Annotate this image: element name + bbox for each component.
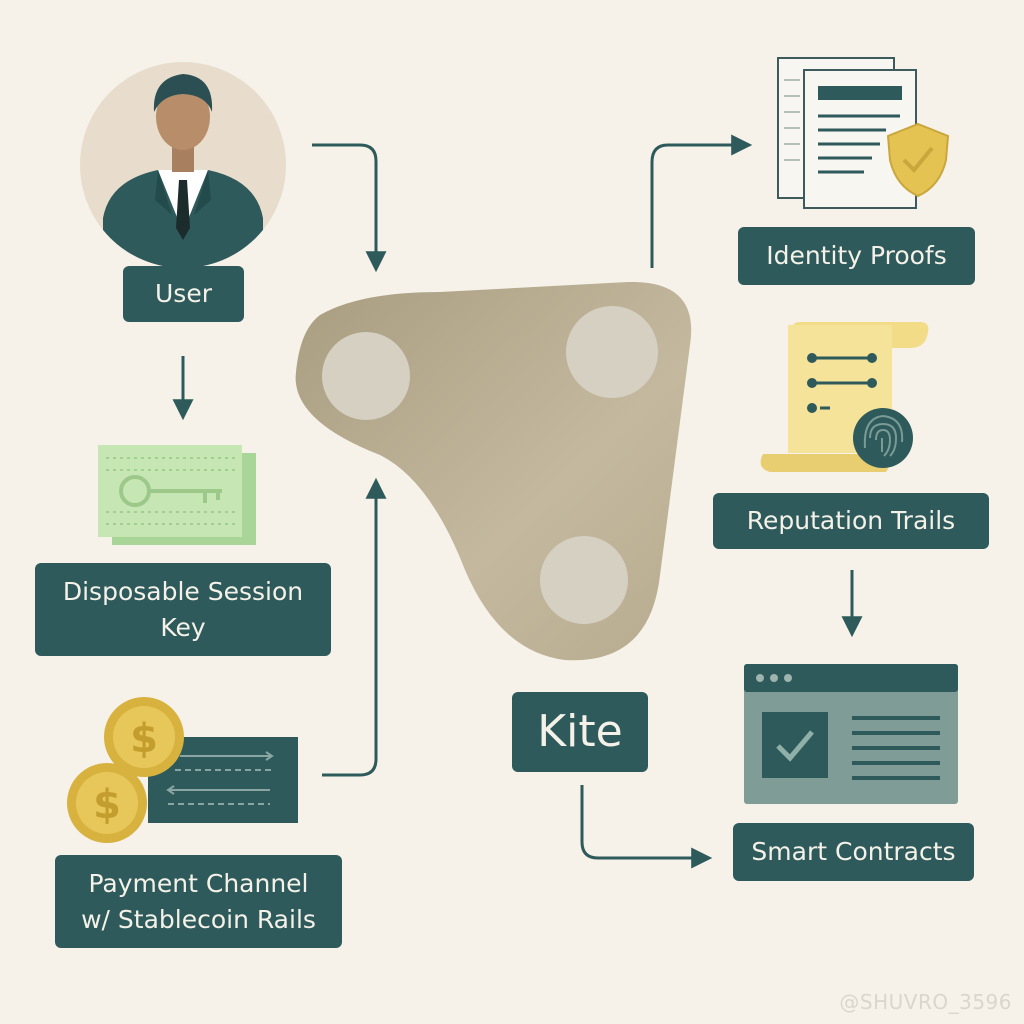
- businessman-avatar-icon: [80, 62, 286, 268]
- reputation-trails-label: Reputation Trails: [713, 493, 989, 549]
- user-label-text: User: [155, 279, 212, 308]
- svg-text:$: $: [93, 782, 121, 828]
- arrow-payment-to-kite: [322, 477, 387, 777]
- kite-label: Kite: [512, 692, 648, 772]
- svg-text:$: $: [130, 716, 158, 762]
- key-card-icon: [98, 445, 256, 545]
- payment-channel-label: Payment Channel w/ Stablecoin Rails: [55, 855, 342, 948]
- arrow-kite-to-contracts: [580, 785, 713, 869]
- browser-checkbox-icon: [744, 664, 958, 804]
- payment-channel-label-line2: w/ Stablecoin Rails: [81, 904, 316, 934]
- session-key-label: Disposable Session Key: [35, 563, 331, 656]
- scroll-fingerprint-icon: [760, 322, 929, 472]
- arrow-kite-to-identity: [650, 134, 753, 268]
- payment-channel-label-line1: Payment Channel: [88, 868, 309, 898]
- document-shield-icon: [777, 57, 950, 209]
- session-key-label-line2: Key: [160, 612, 206, 642]
- coins-transfer-icon: $ $: [67, 697, 298, 843]
- kite-triangle-icon: [295, 281, 692, 661]
- flow-arrows: [172, 134, 863, 869]
- user-label: User: [123, 266, 244, 322]
- identity-proofs-label: Identity Proofs: [738, 227, 975, 285]
- watermark-text: @SHUVRO_3596: [839, 990, 1012, 1014]
- identity-proofs-label-text: Identity Proofs: [766, 241, 947, 270]
- watermark: @SHUVRO_3596: [839, 990, 1012, 1014]
- kite-label-text: Kite: [537, 706, 623, 757]
- reputation-trails-label-text: Reputation Trails: [746, 506, 956, 535]
- session-key-label-line1: Disposable Session: [62, 576, 304, 606]
- smart-contracts-label: Smart Contracts: [733, 823, 974, 881]
- arrow-user-to-kite: [312, 143, 387, 273]
- smart-contracts-label-text: Smart Contracts: [751, 837, 956, 866]
